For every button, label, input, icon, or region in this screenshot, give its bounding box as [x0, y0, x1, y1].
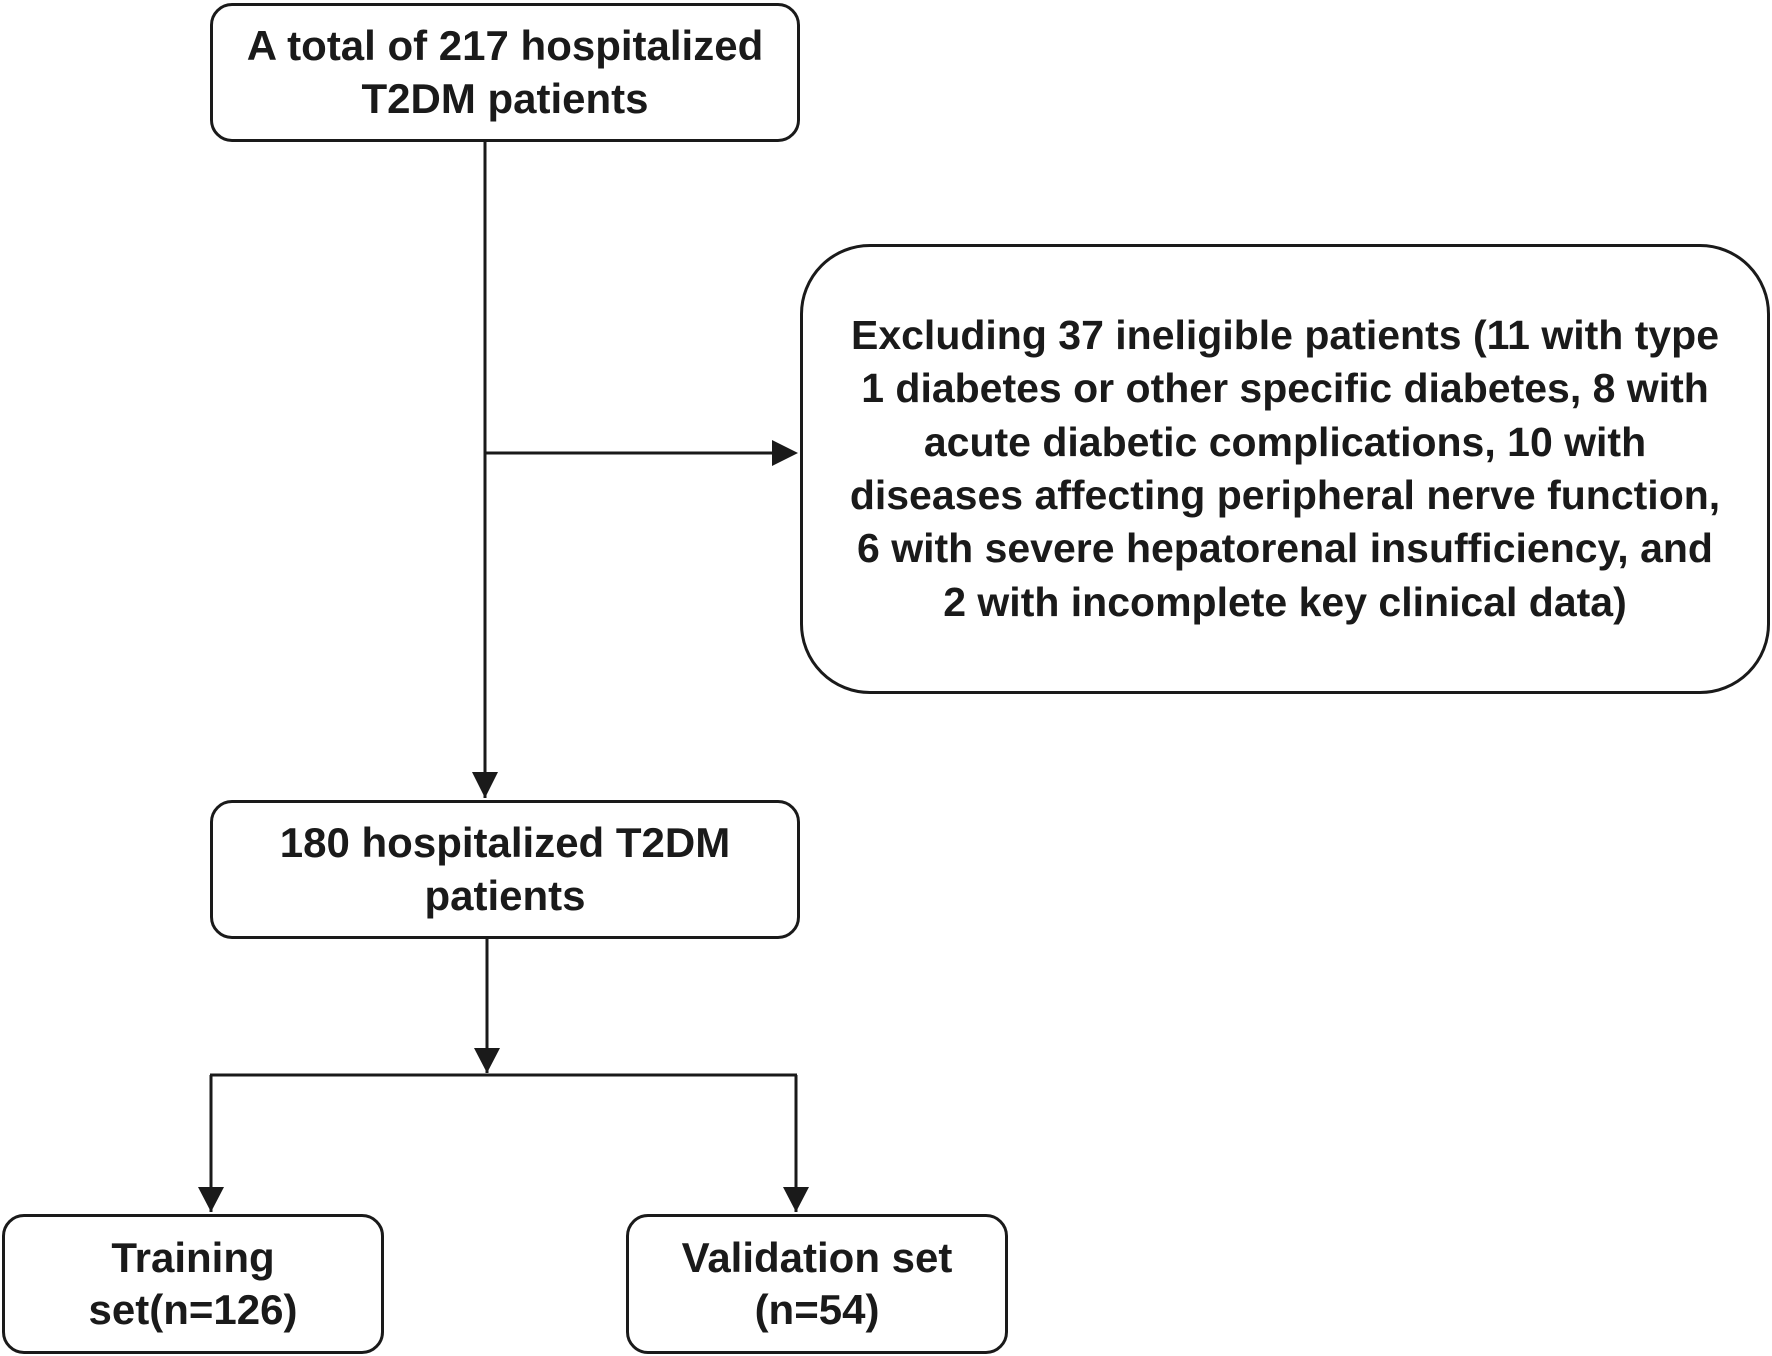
exclusion-line-1: Excluding 37 ineligible patients (11 wit… [850, 312, 1720, 359]
exclusion-box: Excluding 37 ineligible patients (11 wit… [800, 244, 1770, 694]
exclusion-line-3: acute diabetic complications, 10 with [923, 418, 1647, 465]
arrowhead-split [474, 1048, 500, 1073]
arrowhead-validation [783, 1187, 809, 1212]
exclusion-line-5: 6 with severe hepatorenal insufficiency,… [857, 525, 1713, 572]
arrowhead-exclusion [772, 440, 798, 466]
training-line-2: set(n=126) [88, 1286, 298, 1333]
arrowhead-training [198, 1187, 224, 1212]
exclusion-line-4: diseases affecting peripheral nerve func… [849, 472, 1721, 518]
training-set-text: Training set(n=126) [89, 1232, 298, 1337]
training-line-1: Training [111, 1233, 275, 1281]
exclusion-text: Excluding 37 ineligible patients (11 wit… [850, 309, 1720, 629]
exclusion-line-6: 2 with incomplete key clinical data) [943, 578, 1627, 625]
arrowhead-eligible [472, 772, 498, 798]
total-line-2: T2DM patients [361, 74, 649, 122]
training-set-box: Training set(n=126) [2, 1214, 384, 1354]
eligible-patients-box: 180 hospitalized T2DM patients [210, 800, 800, 939]
validation-set-box: Validation set (n=54) [626, 1214, 1008, 1354]
exclusion-line-2: 1 diabetes or other specific diabetes, 8… [861, 365, 1709, 412]
eligible-line-2: patients [424, 871, 586, 919]
total-patients-box: A total of 217 hospitalized T2DM patient… [210, 3, 800, 142]
total-patients-text: A total of 217 hospitalized T2DM patient… [247, 20, 764, 125]
total-line-1: A total of 217 hospitalized [246, 22, 764, 69]
validation-line-2: (n=54) [754, 1286, 880, 1333]
eligible-patients-text: 180 hospitalized T2DM patients [280, 817, 730, 922]
eligible-line-1: 180 hospitalized T2DM [279, 819, 731, 866]
validation-line-1: Validation set [681, 1233, 953, 1281]
validation-set-text: Validation set (n=54) [682, 1232, 953, 1337]
